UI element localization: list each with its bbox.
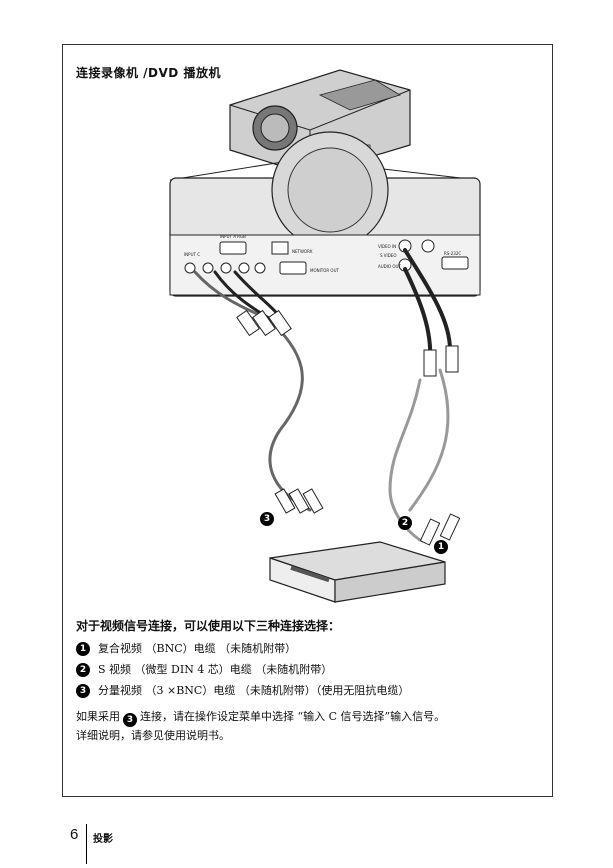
label-network: NETWORK [292, 249, 313, 254]
note-after: 连接，请在操作设定菜单中选择 “输入 C 信号选择”输入信号。 [140, 710, 446, 723]
options-list: 1 复合视频 （BNC）电缆 （未随机附带） 2 S 视频 （微型 DIN 4 … [76, 638, 409, 701]
content-frame [62, 44, 553, 797]
footer-divider [86, 824, 87, 864]
option-text: 分量视频 （3 ×BNC）电缆 （未随机附带）（使用无阻抗电缆） [98, 683, 410, 697]
callout-1-badge: 1 [434, 540, 448, 554]
list-item: 1 复合视频 （BNC）电缆 （未随机附带） [76, 638, 409, 659]
section-heading: 连接录像机 /DVD 播放机 [76, 66, 221, 80]
option-text: 复合视频 （BNC）电缆 （未随机附带） [98, 641, 297, 655]
option-marker: 3 [76, 683, 90, 698]
callout-2-badge: 2 [398, 516, 412, 530]
option-marker: 1 [76, 641, 90, 656]
label-input-a: INPUT A RGB [220, 234, 246, 239]
note-line-2: 详细说明，请参见使用说明书。 [76, 729, 230, 742]
connection-illustration: INPUT A RGB NETWORK MONITOR OUT INPUT C … [169, 69, 481, 603]
option-text: S 视频 （微型 DIN 4 芯）电缆 （未随机附带） [98, 662, 333, 676]
label-s-video: S VIDEO [380, 253, 396, 258]
note-marker: 3 [123, 713, 137, 727]
label-monitor-out: MONITOR OUT [310, 268, 339, 273]
list-item: 3 分量视频 （3 ×BNC）电缆 （未随机附带）（使用无阻抗电缆） [76, 680, 409, 701]
plugs [236, 309, 461, 546]
label-audio-out: AUDIO OUT [378, 264, 401, 269]
label-rs232c: RS-232C [444, 251, 461, 256]
callout-3-badge: 3 [260, 512, 274, 526]
label-video-in: VIDEO IN [378, 244, 396, 249]
note-before: 如果采用 [76, 710, 120, 723]
list-item: 2 S 视频 （微型 DIN 4 芯）电缆 （未随机附带） [76, 659, 409, 680]
connector-panel: INPUT A RGB NETWORK MONITOR OUT INPUT C … [169, 131, 481, 297]
footer-section-label: 投影 [93, 834, 113, 845]
page-number: 6 [70, 826, 79, 843]
options-heading: 对于视频信号连接，可以使用以下三种连接选择： [76, 619, 341, 633]
label-input-c: INPUT C [184, 252, 200, 257]
option-marker: 2 [76, 662, 90, 677]
dvd-player-illustration [269, 541, 446, 603]
